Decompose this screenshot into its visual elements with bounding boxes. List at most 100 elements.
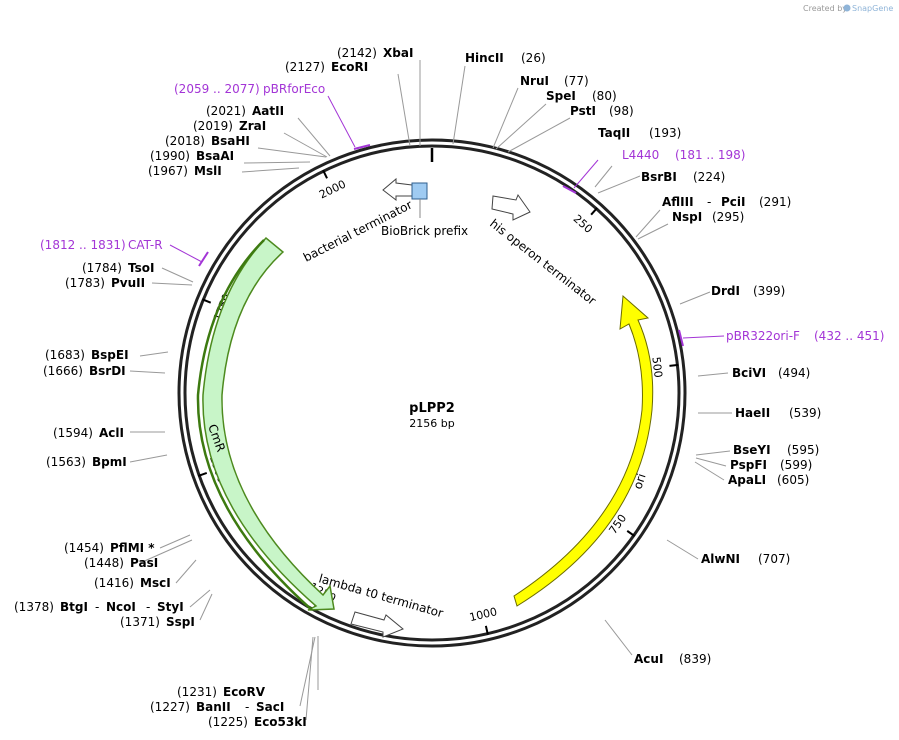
site-pos: (77) <box>564 74 589 88</box>
leader-line <box>694 461 725 481</box>
site-pos: (1990) <box>150 149 190 163</box>
leader-line <box>189 589 211 608</box>
site-name: StyI <box>157 600 184 614</box>
scale-tick <box>590 207 598 216</box>
leader-line <box>397 73 411 147</box>
site-name: SacI <box>256 700 284 714</box>
site-name: BseYI <box>733 443 771 457</box>
cmr-feature[interactable]: CmR <box>196 236 335 611</box>
credit-brand: SnapGene <box>852 4 893 13</box>
site-name: HincII <box>465 51 504 65</box>
leader-line <box>679 291 711 305</box>
site-name: BpmI <box>92 455 127 469</box>
site-name: BanII <box>196 700 231 714</box>
svg-text:-: - <box>95 600 99 614</box>
leader-line <box>597 175 641 194</box>
primer-name: CAT-R <box>128 238 163 252</box>
site-pos: (595) <box>787 443 819 457</box>
primer-range: (432 .. 451) <box>814 329 884 343</box>
site-name: BsaHI <box>211 134 250 148</box>
site-name: TsoI <box>128 261 154 275</box>
site-name: BciVI <box>732 366 766 380</box>
site-name: PvuII <box>111 276 145 290</box>
svg-text:-: - <box>245 700 249 714</box>
ori-label: ori <box>631 472 649 491</box>
site-name: BsaAI <box>196 149 234 163</box>
site-name: AclI <box>99 426 124 440</box>
leader-line <box>635 209 661 238</box>
site-pos: (1683) <box>45 348 85 362</box>
primer-range: (2059 .. 2077) <box>174 82 260 96</box>
primer-name: pBRforEco <box>263 82 325 96</box>
site-pos: (2127) <box>285 60 325 74</box>
leader-line <box>695 450 731 456</box>
scale-tick-label: 500 <box>649 356 664 378</box>
svg-text:-: - <box>707 195 711 209</box>
site-pos: (1454) <box>64 541 104 555</box>
site-name: AlwNI <box>701 552 740 566</box>
leader-line <box>299 636 316 707</box>
leader-line <box>666 539 699 560</box>
site-pos: (1231) <box>177 685 217 699</box>
leader-line <box>495 103 547 150</box>
leader-line <box>507 117 571 153</box>
site-pos: (1448) <box>84 556 124 570</box>
site-pos: (605) <box>777 473 809 487</box>
primer-name: L4440 <box>622 148 659 162</box>
site-name: BsrDI <box>89 364 126 378</box>
site-pos: (26) <box>521 51 546 65</box>
leader-line <box>283 132 328 158</box>
scale-tick <box>484 625 489 635</box>
biobrick-prefix-label: BioBrick prefix <box>381 224 468 238</box>
site-name: BspEI <box>91 348 129 362</box>
site-pos: (2142) <box>337 46 377 60</box>
leader-line <box>492 87 519 149</box>
his-operon-terminator[interactable]: his operon terminator <box>487 193 599 308</box>
site-pos: (399) <box>753 284 785 298</box>
site-name: AatII <box>252 104 284 118</box>
leader-line <box>305 636 314 721</box>
site-pos: (539) <box>789 406 821 420</box>
primer-name: pBR322ori-F <box>726 329 800 343</box>
site-name: Eco53kI <box>254 715 307 729</box>
site-pos: (2019) <box>193 119 233 133</box>
primer-range: (1812 .. 1831) <box>40 238 126 252</box>
leader-line <box>697 372 729 377</box>
leader-line <box>695 457 727 467</box>
primer-marks <box>198 144 684 347</box>
site-name: NspI <box>672 210 702 224</box>
primer-labels: (2059 .. 2077) pBRforEco L4440 (181 .. 1… <box>40 82 884 343</box>
site-pos: (1371) <box>120 615 160 629</box>
site-name: EcoRI <box>331 60 368 74</box>
ori-feature[interactable]: ori <box>513 294 654 607</box>
site-labels: XbaI (2142) EcoRI (2127) HincII (26) Nru… <box>14 46 821 729</box>
site-pos: (707) <box>758 552 790 566</box>
site-pos: (494) <box>778 366 810 380</box>
leader-line <box>175 559 197 584</box>
leader-line <box>151 282 193 286</box>
primer-leader-line <box>169 244 203 263</box>
site-pos: (1967) <box>148 164 188 178</box>
site-name: EcoRV <box>223 685 266 699</box>
site-pos: (2021) <box>206 104 246 118</box>
scale-tick <box>669 363 679 367</box>
biobrick-prefix[interactable]: BioBrick prefix <box>381 182 468 238</box>
leader-line <box>604 619 633 656</box>
primer-leader-line <box>682 335 725 339</box>
leader-line <box>129 370 166 374</box>
primer-leader-line <box>327 95 356 148</box>
site-name: PstI <box>570 104 596 118</box>
site-pos: (1227) <box>150 700 190 714</box>
site-name: ApaLI <box>728 473 766 487</box>
scale-tick-label: 2000 <box>317 178 348 202</box>
scale-tick <box>626 530 636 537</box>
site-pos: (1563) <box>46 455 86 469</box>
site-pos: (224) <box>693 170 725 184</box>
leader-line <box>637 223 669 240</box>
site-pos: (599) <box>780 458 812 472</box>
site-name: NcoI <box>106 600 136 614</box>
primer-leader-line <box>573 159 599 189</box>
leader-line <box>243 161 311 164</box>
site-name: MslI <box>194 164 222 178</box>
